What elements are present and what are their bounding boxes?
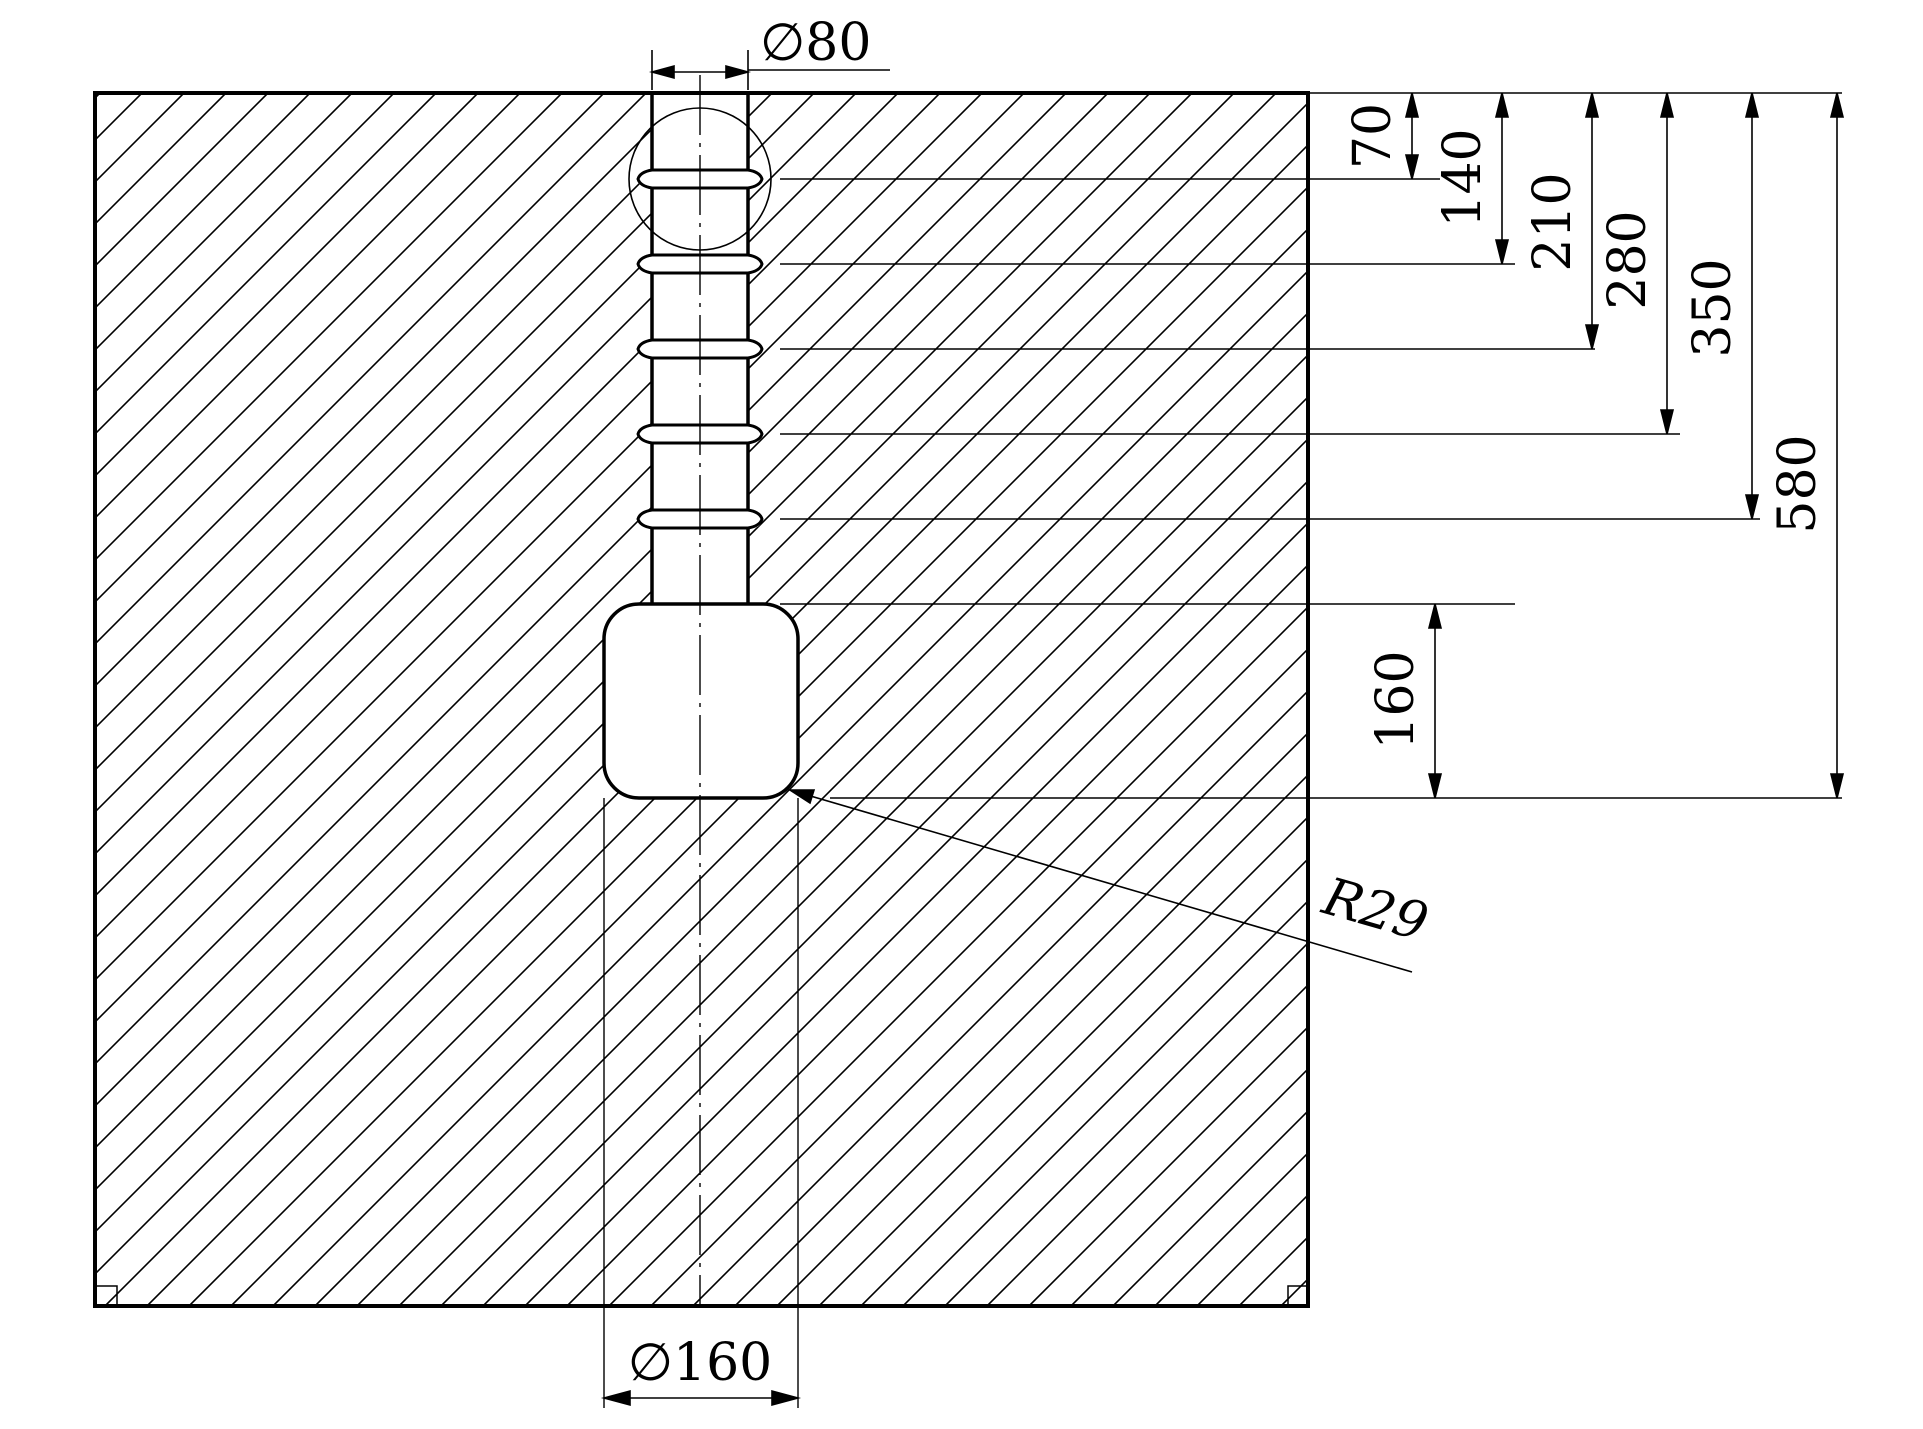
depth-dimension-lines (1404, 92, 1845, 799)
depth-extension-lines (780, 92, 1842, 799)
hatch-line (95, 93, 731, 730)
hatch-line (482, 479, 1308, 1306)
hatch-line (95, 93, 311, 310)
hatch-line (692, 689, 1308, 1306)
hatch-line (398, 395, 1308, 1306)
hatch-line (440, 437, 1308, 1306)
hatch-line (95, 93, 353, 352)
hatch-line (1196, 1193, 1308, 1306)
hatch-line (95, 93, 983, 982)
hatch-line (1112, 1109, 1308, 1306)
hatch-line (314, 311, 1308, 1306)
hatch-line (95, 93, 773, 772)
hatch-line (95, 93, 647, 646)
label-depth-70: 70 (1343, 103, 1403, 169)
section-hatching (0, 93, 1308, 1306)
borehole (650, 93, 750, 604)
hatch-line (650, 647, 1308, 1306)
hatch-line (0, 93, 16, 1306)
hatch-line (1154, 1151, 1308, 1306)
hatch-line (95, 93, 605, 604)
hatch-line (188, 185, 1308, 1306)
hatch-line (734, 731, 1308, 1306)
label-depth-280: 280 (1598, 210, 1658, 309)
hatch-line (0, 93, 58, 1306)
hatch-line (95, 93, 563, 562)
hatch-line (95, 93, 1151, 1150)
hatch-line (95, 93, 1025, 1024)
hatch-line (95, 93, 521, 520)
hatch-line (230, 227, 1308, 1306)
hatch-line (944, 941, 1308, 1306)
corner-mark-right (1287, 1285, 1306, 1304)
hatch-line (566, 563, 1308, 1306)
label-depth-580: 580 (1768, 434, 1828, 533)
hatch-line (95, 93, 1277, 1276)
hatch-line (860, 857, 1308, 1306)
hatch-line (776, 773, 1308, 1306)
hatch-line (95, 93, 437, 436)
hatch-line (986, 983, 1308, 1306)
hatch-line (1028, 1025, 1308, 1306)
cavity (602, 602, 800, 800)
hatch-line (95, 93, 815, 814)
dimension-top-diameter (648, 50, 890, 90)
hatch-line (95, 93, 941, 940)
hatch-line (818, 815, 1308, 1306)
block-outline (93, 91, 1310, 1308)
hatch-line (146, 143, 1308, 1306)
hatch-line (95, 93, 1235, 1234)
hatch-line (95, 93, 1193, 1192)
hatch-line (95, 93, 143, 142)
hatch-line (608, 605, 1308, 1306)
hatch-line (95, 93, 899, 898)
hatch-line (1238, 1235, 1308, 1306)
hatch-line (95, 93, 1067, 1066)
hatch-line (95, 93, 269, 268)
hatch-line (902, 899, 1308, 1306)
hatch-line (95, 93, 1109, 1108)
hatch-line (1070, 1067, 1308, 1306)
label-cavity-height: 160 (1366, 650, 1426, 749)
label-radius: R29 (1315, 867, 1434, 954)
hatch-line (95, 93, 395, 394)
hatch-line (95, 93, 689, 688)
corner-mark-left (97, 1285, 118, 1304)
label-depth-210: 210 (1523, 172, 1583, 271)
hatch-line (524, 521, 1308, 1306)
label-depth-350: 350 (1683, 258, 1743, 357)
hatch-line (95, 93, 479, 478)
label-depth-140: 140 (1433, 128, 1493, 227)
hatch-line (272, 269, 1308, 1306)
radius-leader (787, 789, 1413, 973)
label-top-diameter: ∅80 (760, 13, 871, 73)
hatch-line (95, 93, 857, 856)
dimension-bottom-diameter (600, 1389, 802, 1407)
hatch-line (95, 93, 185, 184)
hatch-line (104, 101, 1308, 1306)
label-bottom-diameter: ∅160 (628, 1333, 773, 1393)
hatch-line (95, 93, 101, 100)
hatch-line (356, 353, 1308, 1306)
hatch-line (95, 93, 227, 226)
